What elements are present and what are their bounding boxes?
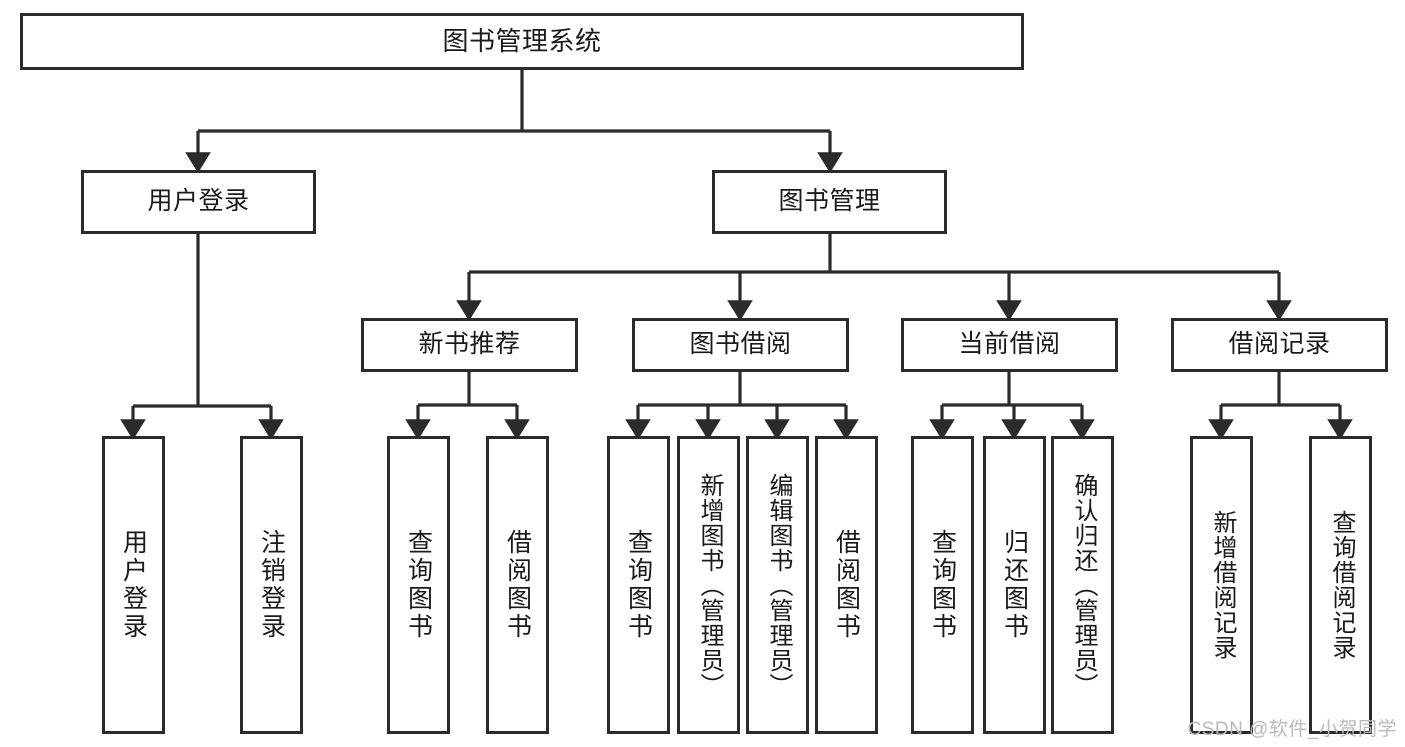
node-leaf-add-book-label: 新增图书（管理员） [695,472,723,698]
node-leaf-borrow-book-1-label: 借阅图书 [503,529,532,641]
node-current-borrow[interactable]: 当前借阅 [901,318,1118,372]
node-leaf-edit-book-label: 编辑图书（管理员） [764,472,792,698]
node-leaf-edit-book[interactable]: 编辑图书（管理员） [746,436,809,734]
node-new-book-rec-label: 新书推荐 [418,330,521,359]
node-leaf-query-book-2-label: 查询图书 [624,529,653,641]
node-leaf-query-book-3-label: 查询图书 [928,529,957,641]
node-new-book-rec[interactable]: 新书推荐 [361,318,578,372]
node-user-login[interactable]: 用户登录 [81,170,316,234]
node-current-borrow-label: 当前借阅 [958,330,1061,359]
csdn-watermark: CSDN @软件_小贺同学 [1187,719,1397,740]
node-leaf-query-record[interactable]: 查询借阅记录 [1309,436,1372,734]
node-book-manage[interactable]: 图书管理 [712,170,947,234]
node-root-label: 图书管理系统 [442,26,602,57]
node-leaf-return-book-label: 归还图书 [1000,529,1029,641]
node-leaf-user-logout[interactable]: 注销登录 [240,436,303,734]
node-leaf-borrow-book-1[interactable]: 借阅图书 [486,436,549,734]
node-leaf-add-record[interactable]: 新增借阅记录 [1190,436,1253,734]
node-borrow-record[interactable]: 借阅记录 [1171,318,1388,372]
node-leaf-add-record-label: 新增借阅记录 [1208,510,1236,660]
node-leaf-return-book[interactable]: 归还图书 [983,436,1046,734]
node-book-borrow[interactable]: 图书借阅 [632,318,849,372]
node-leaf-user-login-label: 用户登录 [119,529,148,641]
node-leaf-query-book-1[interactable]: 查询图书 [387,436,450,734]
node-leaf-query-record-label: 查询借阅记录 [1327,510,1355,660]
node-borrow-record-label: 借阅记录 [1228,330,1331,359]
node-leaf-user-logout-label: 注销登录 [257,529,286,641]
node-leaf-query-book-1-label: 查询图书 [404,529,433,641]
node-book-manage-label: 图书管理 [778,187,881,216]
node-leaf-borrow-book-2-label: 借阅图书 [832,529,861,641]
node-leaf-user-login[interactable]: 用户登录 [102,436,165,734]
node-book-borrow-label: 图书借阅 [689,330,792,359]
node-root[interactable]: 图书管理系统 [20,13,1024,70]
node-leaf-borrow-book-2[interactable]: 借阅图书 [815,436,878,734]
node-leaf-query-book-2[interactable]: 查询图书 [607,436,670,734]
node-leaf-confirm-return-label: 确认归还（管理员） [1069,472,1097,698]
node-leaf-query-book-3[interactable]: 查询图书 [911,436,974,734]
node-leaf-add-book[interactable]: 新增图书（管理员） [677,436,740,734]
node-user-login-label: 用户登录 [147,187,250,216]
node-leaf-confirm-return[interactable]: 确认归还（管理员） [1051,436,1114,734]
